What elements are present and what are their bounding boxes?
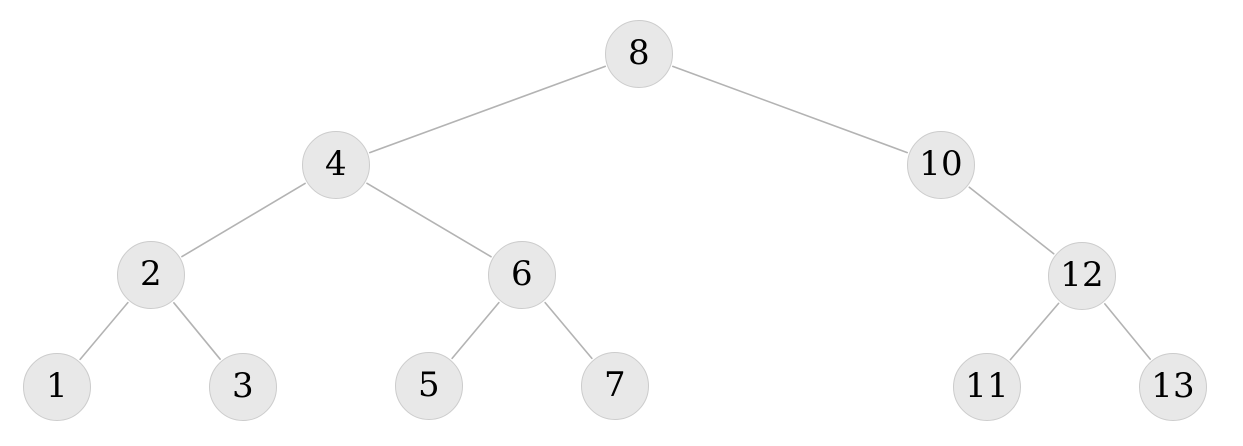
tree-edge [368,65,607,154]
tree-node-label: 5 [418,365,440,405]
tree-edge [544,301,593,360]
tree-node-4[interactable]: 4 [302,131,370,199]
tree-node-label: 1 [46,366,68,406]
tree-node-label: 11 [965,366,1009,406]
tree-node-3[interactable]: 3 [209,353,277,421]
tree-edge [181,182,306,258]
tree-node-label: 10 [919,144,963,184]
tree-node-label: 3 [232,366,254,406]
tree-edge [671,65,909,154]
tree-edge [1104,303,1151,360]
tree-node-13[interactable]: 13 [1139,353,1207,421]
tree-node-11[interactable]: 11 [953,353,1021,421]
tree-node-12[interactable]: 12 [1048,242,1116,310]
tree-edge [79,301,129,361]
tree-node-label: 12 [1060,255,1104,295]
tree-node-label: 7 [604,365,626,405]
tree-edge [968,186,1055,255]
tree-node-7[interactable]: 7 [581,352,649,420]
tree-node-label: 8 [628,33,650,73]
tree-node-8[interactable]: 8 [605,20,673,88]
tree-node-1[interactable]: 1 [23,353,91,421]
tree-edge [1009,302,1060,361]
tree-node-label: 4 [325,144,347,184]
tree-node-label: 2 [140,254,162,294]
tree-node-6[interactable]: 6 [488,241,556,309]
tree-edge [451,301,500,360]
tree-node-10[interactable]: 10 [907,131,975,199]
tree-edge [366,182,492,258]
tree-node-label: 13 [1151,366,1195,406]
tree-node-label: 6 [511,254,533,294]
tree-node-2[interactable]: 2 [117,241,185,309]
tree-edge [173,302,221,360]
tree-node-5[interactable]: 5 [395,352,463,420]
